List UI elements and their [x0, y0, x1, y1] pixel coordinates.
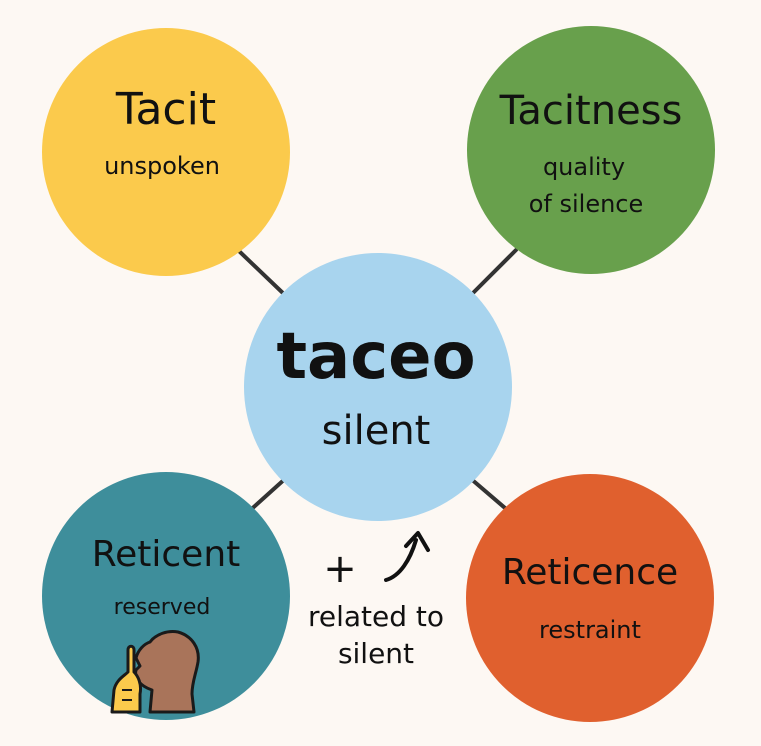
node-reticent-meaning: reserved [114, 595, 211, 620]
node-reticent-circle [42, 472, 290, 720]
node-reticence: Reticence restraint [466, 474, 714, 722]
node-reticence-circle [466, 474, 714, 722]
legend: + related to silent [308, 531, 444, 670]
node-tacitness-meaning-line2: of silence [529, 190, 644, 218]
node-tacitness-circle [467, 26, 715, 274]
shush-person-icon [110, 630, 200, 714]
node-reticent: Reticent reserved [42, 472, 290, 720]
node-tacit-meaning: unspoken [104, 152, 220, 180]
node-tacit: Tacit unspoken [42, 28, 290, 276]
curved-arrow-up-icon [384, 531, 430, 582]
node-center-circle [244, 253, 512, 521]
node-center: taceo silent [244, 253, 512, 521]
node-tacitness-word: Tacitness [499, 88, 683, 134]
legend-label-line1: related to [308, 600, 444, 633]
node-tacitness: Tacitness quality of silence [467, 26, 715, 274]
node-tacitness-meaning-line1: quality [543, 153, 625, 181]
connector-tacit [238, 250, 288, 298]
center-meaning: silent [322, 408, 431, 454]
node-reticence-meaning: restraint [539, 616, 641, 644]
node-reticent-word: Reticent [92, 534, 241, 575]
node-tacit-circle [42, 28, 290, 276]
connector-tacitness [468, 248, 518, 298]
node-reticence-word: Reticence [502, 552, 678, 593]
node-tacit-word: Tacit [115, 84, 216, 135]
center-word: taceo [276, 320, 475, 394]
legend-plus-symbol: + [323, 546, 357, 592]
legend-label-line2: silent [338, 637, 414, 670]
